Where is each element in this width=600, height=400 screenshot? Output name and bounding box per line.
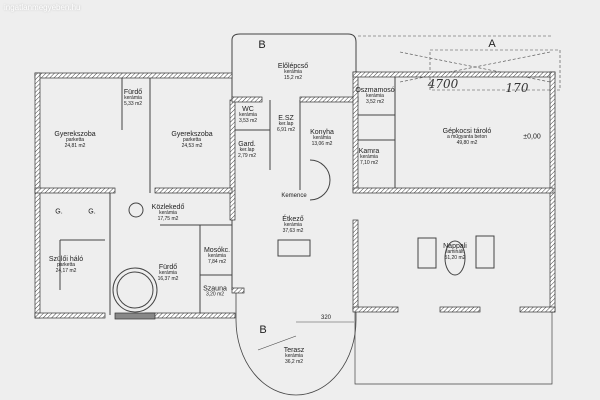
section-marker-a: A xyxy=(488,38,496,50)
handwritten-note-2: 170 xyxy=(505,81,529,95)
watermark: ingatlanmegyeben.hu xyxy=(4,3,81,12)
level-mark: ±0,00 xyxy=(523,133,541,141)
section-marker-b-top: B xyxy=(258,39,266,51)
section-marker-b-bottom: B xyxy=(259,324,267,336)
wardrobe-label-2: G. xyxy=(88,208,96,216)
handwritten-note-1: 4700 xyxy=(427,77,459,91)
dimension-320: 320 xyxy=(320,315,332,321)
kemence-label: Kemence xyxy=(281,193,307,199)
wardrobe-label-1: G. xyxy=(55,208,63,216)
